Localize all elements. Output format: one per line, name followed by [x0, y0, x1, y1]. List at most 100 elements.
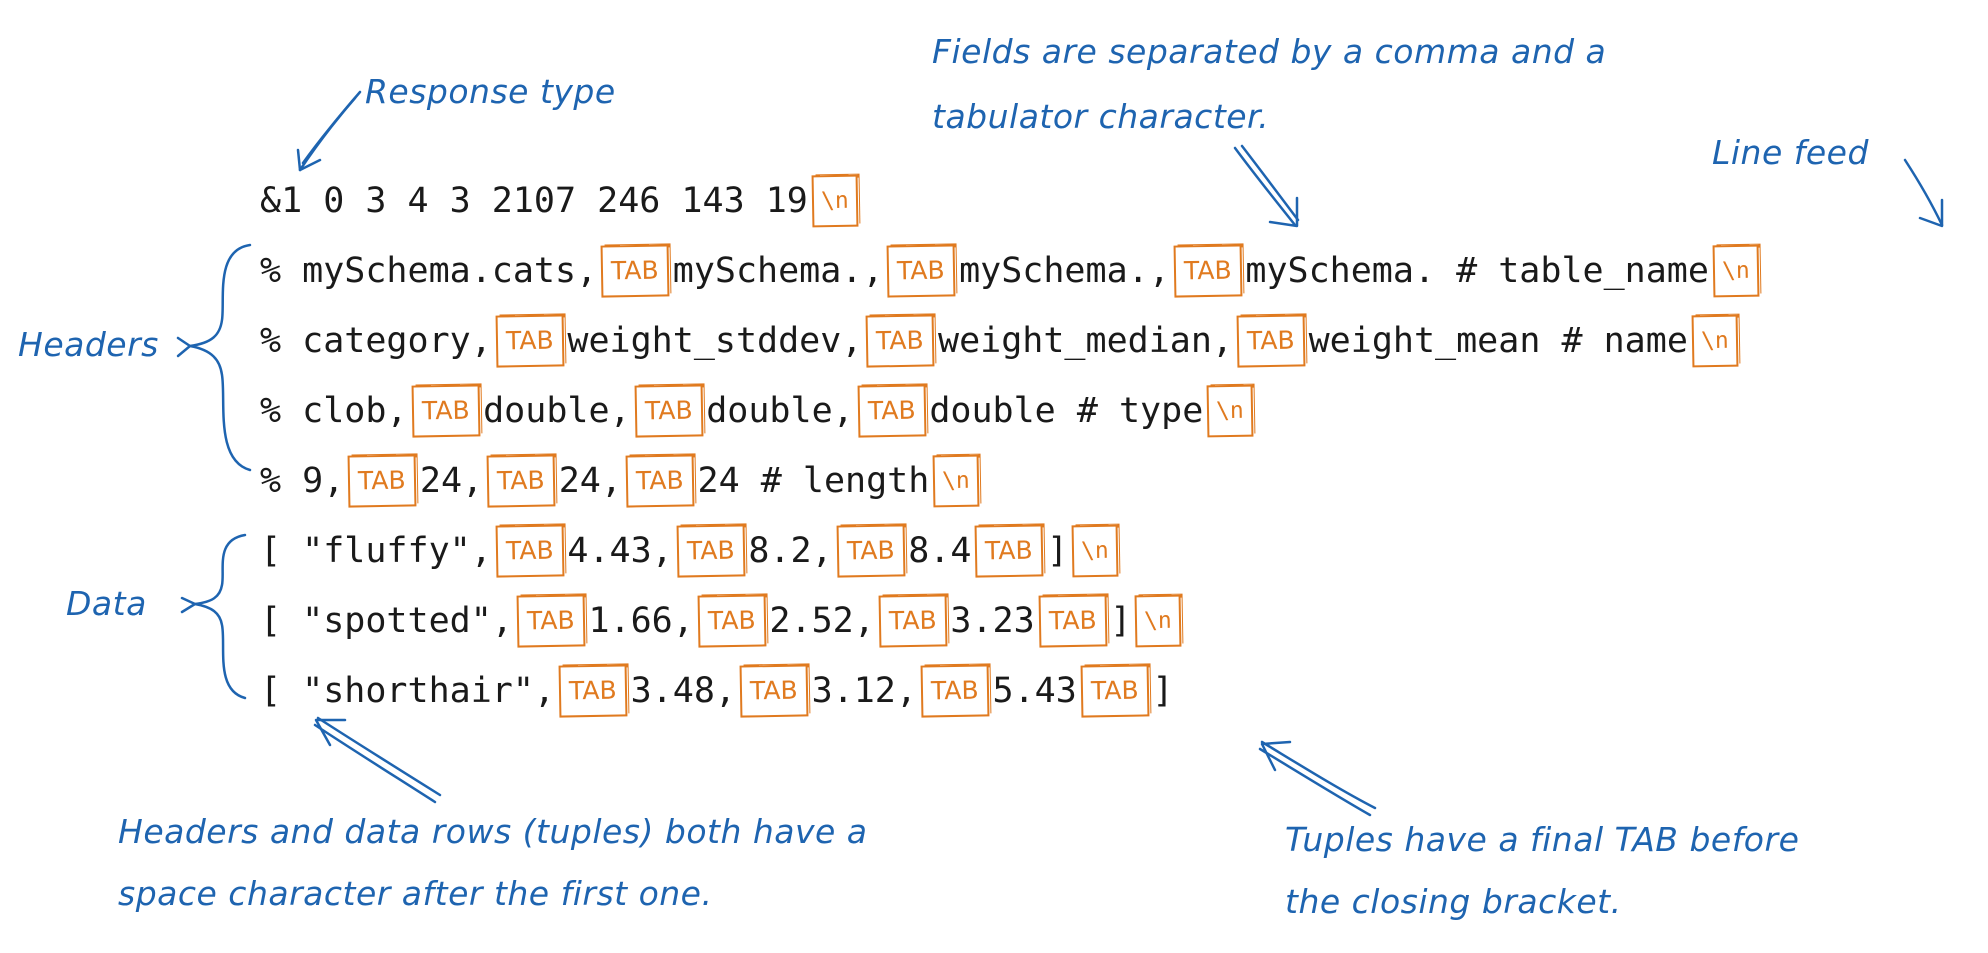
space-arrow-line2 [313, 723, 437, 804]
code-text: 24, [558, 461, 622, 501]
code-text: double, [706, 391, 854, 431]
tab-marker: TAB [495, 314, 564, 368]
headers-label: Headers [18, 325, 159, 364]
code-text: 1.66, [588, 601, 694, 641]
tab-marker: TAB [920, 664, 989, 718]
code-text: double # type [929, 391, 1204, 431]
code-text: 4.43, [567, 531, 673, 571]
tab-marker: TAB [1080, 664, 1149, 718]
code-text: mySchema. # table_name [1245, 251, 1709, 291]
code-text: 24, [419, 461, 484, 501]
tab-marker: TAB [600, 244, 670, 298]
newline-marker: \n [1206, 384, 1254, 438]
tab-marker: TAB [516, 594, 585, 648]
code-text: [ "shorthair", [260, 671, 556, 711]
code-text: [ "fluffy", [260, 531, 492, 571]
headers-arrow [176, 336, 192, 358]
headers-brace [188, 243, 252, 472]
code-text: 2.52, [769, 601, 875, 641]
data-brace [193, 533, 247, 700]
tab-marker: TAB [347, 454, 417, 508]
final-tab-arrow [1260, 740, 1377, 810]
line-feed-label: Line feed [1712, 133, 1869, 172]
tab-marker: TAB [676, 524, 745, 578]
final-tab-note-line2: the closing bracket. [1285, 882, 1622, 921]
code-text: % clob, [260, 391, 408, 431]
code-text: double, [483, 391, 631, 431]
fields-arrow-line2 [1240, 144, 1300, 222]
line-feed-arrow-head [1918, 198, 1944, 228]
newline-marker: \n [811, 174, 859, 228]
space-arrow-head [314, 718, 347, 747]
code-text: % mySchema.cats, [260, 251, 598, 291]
line-feed-arrow [1903, 158, 1944, 227]
response-type-arrow-head [296, 148, 322, 172]
final-tab-note-line1: Tuples have a final TAB before [1285, 820, 1800, 859]
tab-marker: TAB [857, 384, 926, 438]
fields-note-line1: Fields are separated by a comma and a [932, 32, 1607, 71]
code-text: weight_median, [938, 321, 1234, 361]
code-text: ] [1110, 601, 1132, 641]
tab-marker: TAB [975, 524, 1044, 578]
tab-marker: TAB [495, 524, 564, 578]
code-text: weight_mean # name [1308, 321, 1688, 361]
space-arrow [316, 716, 442, 797]
code-text: &1 0 3 4 3 2107 246 143 19 [260, 181, 808, 221]
space-note-line1: Headers and data rows (tuples) both have… [118, 812, 868, 851]
data-arrow [180, 596, 197, 614]
newline-marker: \n [1071, 524, 1119, 578]
tab-marker: TAB [836, 524, 905, 578]
code-text: 24 # length [697, 461, 930, 501]
code-text: mySchema., [672, 251, 884, 291]
code-text: 3.12, [811, 671, 917, 711]
code-line: &1 0 3 4 3 2107 246 143 19\n [260, 166, 1763, 236]
fields-note-line2: tabulator character. [932, 97, 1270, 136]
code-text: ] [1047, 531, 1069, 571]
code-text: 8.2, [748, 531, 833, 571]
tab-marker: TAB [1038, 594, 1107, 648]
code-text: 3.48, [630, 671, 736, 711]
tab-marker: TAB [625, 454, 694, 508]
final-tab-arrow-line2 [1258, 747, 1372, 817]
tab-marker: TAB [878, 594, 947, 648]
tab-marker: TAB [486, 454, 556, 508]
code-text: [ "spotted", [260, 601, 513, 641]
tab-marker: TAB [865, 314, 935, 368]
tab-marker: TAB [634, 384, 703, 438]
response-type-arrow-line2 [301, 96, 357, 165]
code-text: ] [1152, 671, 1174, 711]
tab-marker: TAB [739, 664, 809, 718]
tab-marker: TAB [1236, 314, 1306, 368]
tab-marker: TAB [887, 244, 956, 298]
response-type-label: Response type [365, 72, 616, 111]
mapi-response-code: &1 0 3 4 3 2107 246 143 19\n% mySchema.c… [260, 166, 1763, 726]
code-text: 5.43 [992, 671, 1077, 711]
code-text: % 9, [260, 461, 345, 501]
fields-arrow-head [1268, 196, 1299, 228]
newline-marker: \n [1134, 594, 1182, 648]
newline-marker: \n [1712, 244, 1760, 298]
newline-marker: \n [1691, 314, 1739, 368]
final-tab-arrow-head [1260, 740, 1292, 772]
code-text: mySchema., [959, 251, 1170, 291]
tab-marker: TAB [411, 384, 480, 438]
code-text: 8.4 [908, 531, 972, 571]
code-text: % category, [260, 321, 492, 361]
code-text: weight_stddev, [567, 321, 863, 361]
fields-arrow [1233, 146, 1297, 227]
code-text: 3.23 [950, 601, 1035, 641]
tab-marker: TAB [1173, 244, 1242, 298]
tab-marker: TAB [697, 594, 766, 648]
data-label: Data [66, 584, 147, 623]
tab-marker: TAB [558, 664, 628, 718]
space-note-line2: space character after the first one. [118, 874, 713, 913]
newline-marker: \n [932, 454, 980, 508]
